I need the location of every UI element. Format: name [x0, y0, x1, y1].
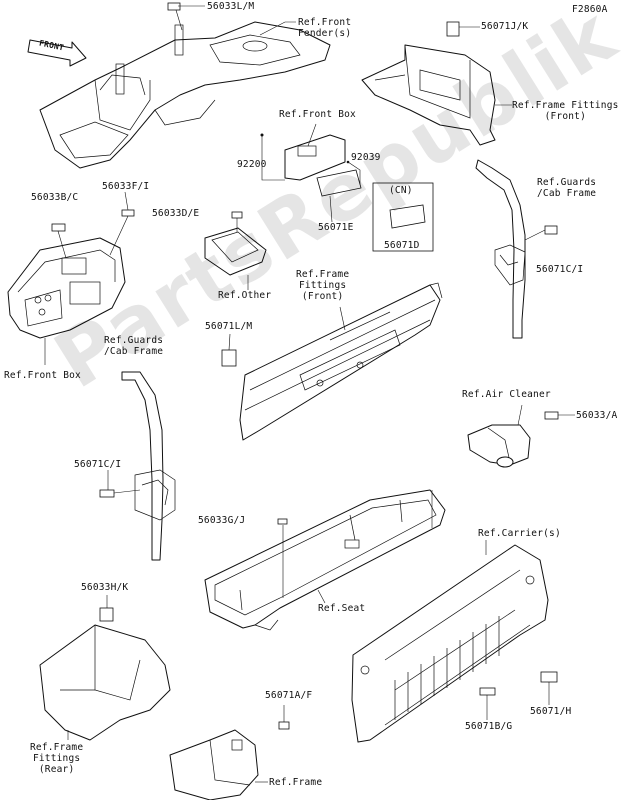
front-box-lid: [284, 134, 346, 181]
label-ref-frame-fittings-front-2: Ref.Frame Fittings (Front): [296, 269, 350, 302]
label-56033h-k: 56033H/K: [81, 582, 129, 593]
front-arrow-icon: [27, 39, 87, 67]
decal-56033f-i: [121, 209, 135, 217]
label-56071l-m: 56071L/M: [205, 321, 253, 332]
label-ref-other: Ref.Other: [218, 290, 272, 301]
decal-56071a-f: [278, 721, 290, 730]
label-56033f-i: 56033F/I: [102, 181, 150, 192]
label-ref-frame: Ref.Frame: [269, 777, 323, 788]
front-fender-assembly: [39, 21, 331, 169]
label-56071j-k: 56071J/K: [481, 21, 529, 32]
label-ref-seat: Ref.Seat: [318, 603, 366, 614]
label-56071b-g: 56071B/G: [465, 721, 513, 732]
label-92039: 92039: [351, 152, 381, 163]
label-56033d-e: 56033D/E: [152, 208, 200, 219]
label-56071d: 56071D: [384, 240, 420, 251]
frame-fittings-front-panel: [239, 282, 443, 441]
decal-56071d: [389, 204, 426, 229]
figure-code: F2860A: [572, 4, 608, 15]
frame-bottom: [169, 729, 259, 800]
label-56071c-i-right: 56071C/I: [536, 264, 584, 275]
label-56071e: 56071E: [318, 222, 354, 233]
label-ref-front-box-1: Ref.Front Box: [279, 109, 356, 120]
label-56033l-m: 56033L/M: [207, 1, 255, 12]
label-ref-front-box-2: Ref.Front Box: [4, 370, 81, 381]
front-box-panel: [7, 237, 126, 339]
label-ref-carriers: Ref.Carrier(s): [478, 528, 561, 539]
label-56033-a: 56033/A: [576, 410, 618, 421]
air-cleaner: [467, 424, 531, 468]
guard-cab-frame-left: [121, 371, 176, 561]
other-small-box: [204, 227, 267, 276]
seat-frame: [204, 489, 446, 631]
decal-56071-h: [540, 671, 558, 683]
decal-56033-a: [544, 411, 559, 420]
label-56071c-i-left: 56071C/I: [74, 459, 122, 470]
decal-56071j-k: [446, 21, 460, 37]
carrier: [351, 544, 549, 743]
decal-56033h-k: [99, 607, 114, 622]
label-cn: (CN): [389, 185, 413, 196]
label-ref-frame-fittings-rear: Ref.Frame Fittings (Rear): [30, 742, 84, 775]
cn-callout-box: [372, 182, 434, 252]
decal-56033g-j: [277, 518, 288, 525]
decal-56071e: [316, 169, 362, 197]
label-92200: 92200: [237, 159, 267, 170]
frame-fittings-front-top: [361, 44, 496, 146]
decal-56071c-i-right: [544, 225, 558, 235]
decal-56033l-m: [167, 2, 181, 11]
frame-fittings-rear: [39, 624, 171, 741]
decal-56033b-c: [51, 223, 66, 232]
guard-cab-frame-right: [475, 159, 526, 339]
label-56071a-f: 56071A/F: [265, 690, 313, 701]
label-56033b-c: 56033B/C: [31, 192, 79, 203]
label-ref-frame-fittings-front-1: Ref.Frame Fittings (Front): [512, 100, 619, 122]
label-ref-guards-cab-frame-1: Ref.Guards /Cab Frame: [537, 177, 597, 199]
label-ref-guards-cab-frame-2: Ref.Guards /Cab Frame: [104, 335, 164, 357]
decal-56071l-m: [221, 349, 237, 367]
label-ref-front-fenders: Ref.Front Fender(s): [298, 17, 352, 39]
label-56033g-j: 56033G/J: [198, 515, 246, 526]
label-56071-h: 56071/H: [530, 706, 572, 717]
decal-56071b-g: [479, 687, 496, 696]
decal-56071c-i-left: [99, 489, 115, 498]
label-ref-air-cleaner: Ref.Air Cleaner: [462, 389, 551, 400]
